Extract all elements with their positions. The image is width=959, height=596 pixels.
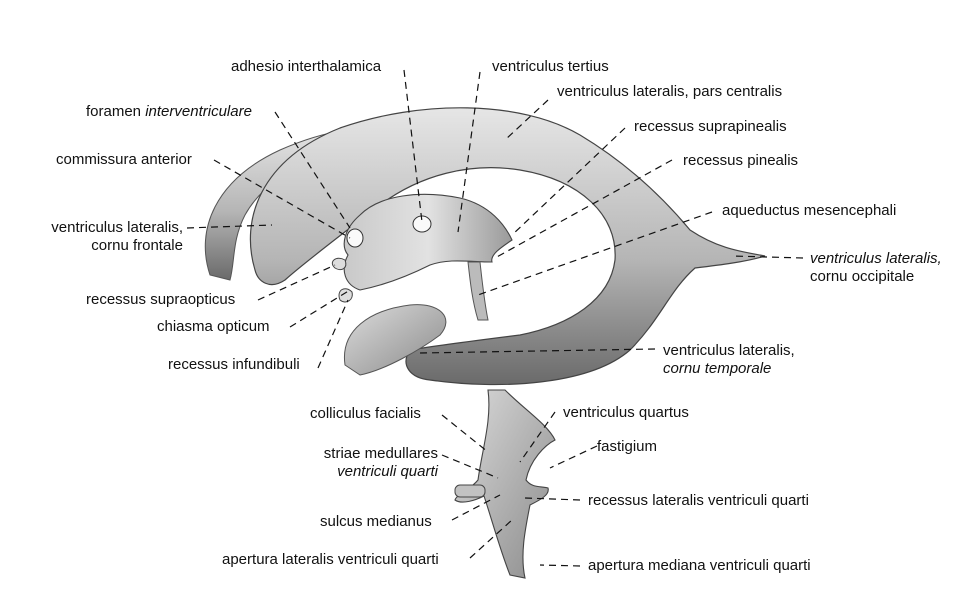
recessus-supraopticus-shape <box>331 257 347 271</box>
third-ventricle <box>343 193 513 291</box>
leader-infundibuli <box>317 299 349 369</box>
leader-cornu-temporale <box>419 348 656 354</box>
leader-apertura-lateralis <box>469 519 513 559</box>
leader-supraopticus <box>257 264 336 301</box>
label-chiasma-opticum: chiasma opticum <box>157 318 270 335</box>
lateral-recess-left <box>454 484 486 498</box>
lateral-ventricle-pars-centralis <box>249 107 766 386</box>
recessus-infundibuli-shape <box>338 288 353 303</box>
label-cornu-temporale-line1: ventriculus lateralis, <box>663 342 795 359</box>
label-apertura-lateralis: apertura lateralis ventriculi quarti <box>222 551 439 568</box>
leader-colliculus <box>441 414 489 453</box>
label-cornu-temporale: ventriculus lateralis, cornu temporale <box>663 342 795 378</box>
label-striae-medullares: striae medullares ventriculi quarti <box>290 445 438 481</box>
label-cornu-occipitale-line1: ventriculus lateralis, <box>810 250 942 267</box>
adhesio-interthalamica-hole <box>412 215 432 233</box>
label-colliculus-facialis: colliculus facialis <box>310 405 421 422</box>
aqueductus-shape <box>467 261 489 321</box>
label-recessus-lateralis: recessus lateralis ventriculi quarti <box>588 492 809 509</box>
leader-striae <box>441 454 499 479</box>
leader-sulcus <box>451 494 501 521</box>
label-cornu-temporale-line2: cornu temporale <box>663 360 772 377</box>
label-cornu-frontale-line2: cornu frontale <box>91 237 183 254</box>
leader-quartus <box>519 411 556 463</box>
label-pars-centralis: ventriculus lateralis, pars centralis <box>557 83 783 100</box>
leader-pars-centralis <box>504 99 549 141</box>
leader-suprapinealis <box>511 127 626 236</box>
leader-fastigium <box>549 445 598 469</box>
label-ventriculus-tertius: ventriculus tertius <box>492 58 609 75</box>
label-adhesio-interthalamica: adhesio interthalamica <box>231 58 382 75</box>
leader-tertius <box>457 71 481 233</box>
label-striae-line2: ventriculi quarti <box>337 463 438 480</box>
leader-pinealis <box>494 159 673 259</box>
label-ventriculus-quartus: ventriculus quartus <box>563 404 689 421</box>
leader-cornu-frontale <box>186 224 273 229</box>
temporal-horn-far <box>343 304 447 376</box>
label-foramen-interventriculare: foramen interventriculare <box>86 103 252 121</box>
label-cornu-occipitale: ventriculus lateralis, cornu occipitale <box>810 250 942 286</box>
label-recessus-supraopticus: recessus supraopticus <box>86 291 236 308</box>
label-recessus-suprapinealis: recessus suprapinealis <box>634 118 787 135</box>
label-sulcus-medianus: sulcus medianus <box>320 513 432 530</box>
leader-recessus-lateralis <box>524 497 581 501</box>
label-foramen-part1: foramen <box>86 103 146 120</box>
label-cornu-frontale-line1: ventriculus lateralis, <box>51 219 183 236</box>
leader-commissura <box>213 159 351 239</box>
leader-adhesio <box>403 69 423 223</box>
label-cornu-occipitale-line2: cornu occipitale <box>810 268 915 285</box>
label-aqueductus: aqueductus mesencephali <box>722 202 897 219</box>
foramen-interventriculare-hole <box>346 228 364 248</box>
label-fastigium: fastigium <box>597 438 658 455</box>
label-recessus-pinealis: recessus pinealis <box>683 152 799 169</box>
leader-apertura-mediana <box>539 564 581 567</box>
label-striae-line1: striae medullares <box>323 445 438 462</box>
label-apertura-mediana: apertura mediana ventriculi quarti <box>588 557 811 574</box>
label-cornu-frontale: ventriculus lateralis, cornu frontale <box>22 219 183 255</box>
fourth-ventricle <box>454 389 556 579</box>
label-commissura-anterior: commissura anterior <box>56 151 192 168</box>
label-recessus-infundibuli: recessus infundibuli <box>168 356 300 373</box>
label-foramen-part2: interventriculare <box>145 103 252 120</box>
leader-aqueductus <box>477 211 713 296</box>
